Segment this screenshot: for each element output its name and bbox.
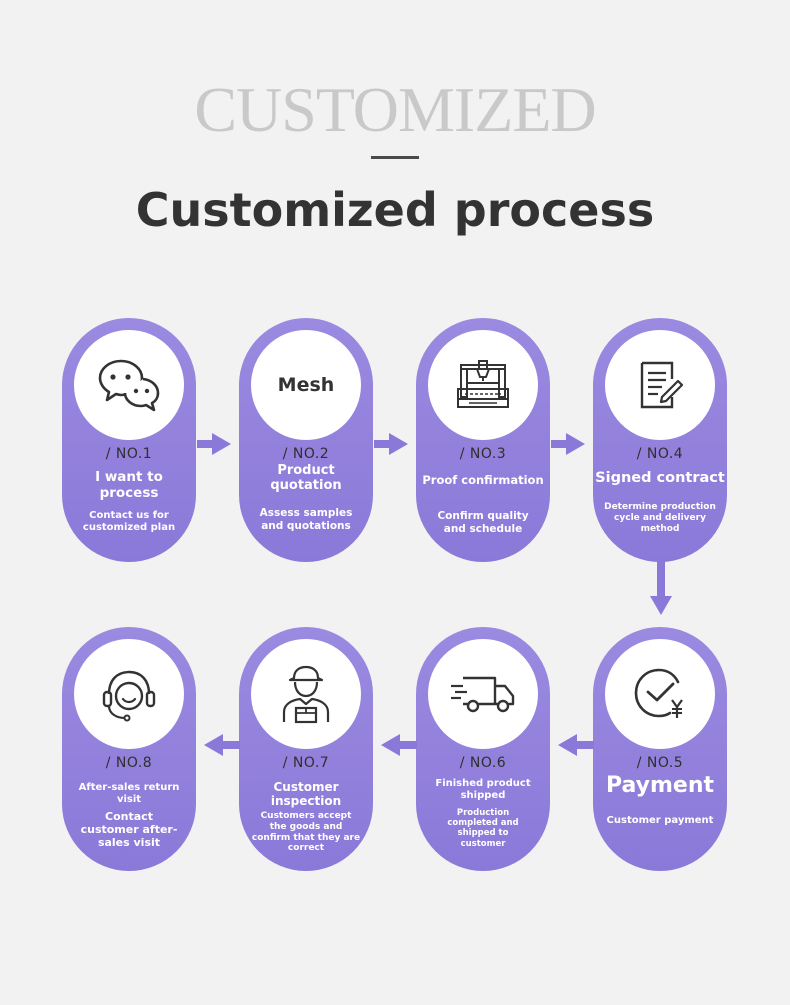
- step-name: Finished product shipped: [435, 778, 531, 801]
- step-number: / NO.3: [459, 446, 507, 462]
- step-icon-circle: [74, 639, 184, 749]
- step-icon-circle: [428, 330, 538, 440]
- arrow-down-icon: [650, 561, 672, 615]
- step-number: / NO.8: [105, 755, 153, 771]
- mesh-label: Mesh: [277, 374, 335, 396]
- step-card-4: / NO.4 Signed contract Determine product…: [593, 318, 727, 562]
- watermark-heading: CUSTOMIZED: [194, 74, 596, 145]
- chat-bubbles-icon: [97, 357, 161, 413]
- title-divider: [371, 156, 419, 159]
- step-icon-circle: [74, 330, 184, 440]
- arrow-left-icon: [381, 734, 417, 756]
- step-icon-circle: [251, 639, 361, 749]
- delivery-truck-icon: [449, 672, 517, 716]
- step-number: / NO.4: [636, 446, 684, 462]
- step-description: Confirm quality and schedule: [437, 510, 529, 535]
- step-name: Customer inspection: [270, 780, 342, 808]
- step-description: Customer payment: [606, 815, 714, 826]
- step-number: / NO.5: [636, 755, 684, 771]
- step-name: Product quotation: [270, 463, 342, 493]
- courier-icon: [278, 664, 334, 724]
- contract-icon: [634, 359, 686, 411]
- step-card-8: / NO.8 After-sales return visit Contact …: [62, 627, 196, 871]
- step-card-2: Mesh / NO.2 Product quotation Assess sam…: [239, 318, 373, 562]
- arrow-right-icon: [551, 433, 585, 455]
- arrow-right-icon: [374, 433, 408, 455]
- page-title: Customized process: [135, 183, 655, 237]
- step-description: Contact customer after-sales visit: [80, 810, 178, 850]
- step-card-7: / NO.7 Customer inspection Customers acc…: [239, 627, 373, 871]
- step-icon-circle: [428, 639, 538, 749]
- step-description: Assess samples and quotations: [259, 507, 353, 532]
- payment-yen-icon: [632, 666, 688, 722]
- step-description: Customers accept the goods and confirm t…: [251, 811, 361, 854]
- step-description: Determine production cycle and delivery …: [604, 502, 716, 534]
- step-number: / NO.1: [105, 446, 153, 462]
- step-name: I want to process: [95, 469, 163, 501]
- step-description: Production completed and shipped to cust…: [447, 808, 519, 849]
- machine-icon: [455, 359, 511, 411]
- arrow-right-icon: [197, 433, 231, 455]
- step-description: Contact us for customized plan: [82, 510, 176, 533]
- step-name: Proof confirmation: [422, 473, 544, 487]
- arrow-left-icon: [204, 734, 240, 756]
- step-icon-circle: [605, 639, 715, 749]
- arrow-left-icon: [558, 734, 594, 756]
- step-card-1: / NO.1 I want to process Contact us for …: [62, 318, 196, 562]
- step-name: Signed contract: [595, 470, 725, 486]
- step-card-5: / NO.5 Payment Customer payment: [593, 627, 727, 871]
- headset-icon: [99, 666, 159, 722]
- step-card-3: / NO.3 Proof confirmation Confirm qualit…: [416, 318, 550, 562]
- step-name: After-sales return visit: [78, 782, 180, 805]
- step-card-6: / NO.6 Finished product shipped Producti…: [416, 627, 550, 871]
- step-name: Payment: [605, 773, 715, 798]
- step-icon-circle: Mesh: [251, 330, 361, 440]
- step-number: / NO.6: [459, 755, 507, 771]
- step-number: / NO.7: [282, 755, 330, 771]
- step-icon-circle: [605, 330, 715, 440]
- step-number: / NO.2: [282, 446, 330, 462]
